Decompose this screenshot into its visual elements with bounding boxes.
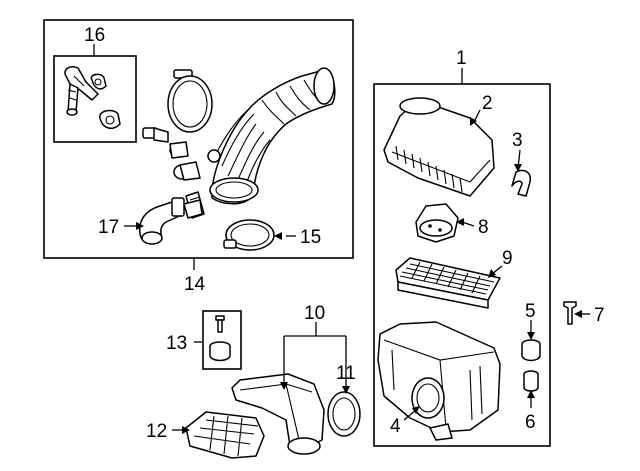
air-filter-element	[395, 257, 501, 309]
bolt-grommet-kit-frame	[202, 310, 242, 370]
callout-1: 1	[456, 48, 467, 69]
callout-10: 10	[304, 303, 325, 324]
callout-9: 9	[502, 248, 513, 269]
hose-clamp-upper	[167, 69, 213, 133]
hose-clamp-15	[223, 219, 275, 251]
callout-5: 5	[525, 301, 536, 322]
breather-hose-kit-frame	[53, 55, 137, 143]
callout-8: 8	[478, 217, 489, 238]
breather-hose-part	[64, 65, 121, 129]
air-intake-duct	[231, 373, 325, 455]
resonator-part	[415, 203, 459, 243]
bushing-part-6	[523, 370, 539, 392]
duct-seal-ring	[327, 391, 361, 437]
small-hose-fitting	[173, 161, 201, 181]
push-clip-part-7	[563, 301, 577, 325]
elbow-hose-part-17	[138, 197, 203, 245]
callout-14: 14	[184, 274, 206, 295]
clip-part-3	[511, 169, 532, 197]
callout-16: 16	[84, 25, 105, 46]
intake-hose-assembly-frame	[43, 19, 354, 259]
callout-3: 3	[512, 130, 523, 151]
intake-duct-hose	[207, 67, 336, 205]
leader-lines	[93, 44, 590, 431]
callout-13: 13	[166, 333, 187, 354]
grommet-part-5	[521, 339, 541, 362]
air-cleaner-cover	[383, 97, 495, 197]
callout-15: 15	[300, 227, 321, 248]
callout-2: 2	[482, 93, 493, 114]
bolt-part-13	[209, 315, 231, 362]
callout-12: 12	[146, 421, 167, 442]
leader-arrowheads	[136, 117, 582, 434]
inlet-duct-part-12	[185, 411, 265, 459]
callout-6: 6	[525, 412, 536, 433]
callout-11: 11	[336, 363, 356, 384]
sensor-bolt-part	[142, 127, 189, 159]
callout-17: 17	[98, 217, 119, 238]
callout-4: 4	[390, 416, 401, 437]
callout-7: 7	[594, 305, 605, 326]
air-cleaner-lower-housing	[377, 321, 501, 441]
